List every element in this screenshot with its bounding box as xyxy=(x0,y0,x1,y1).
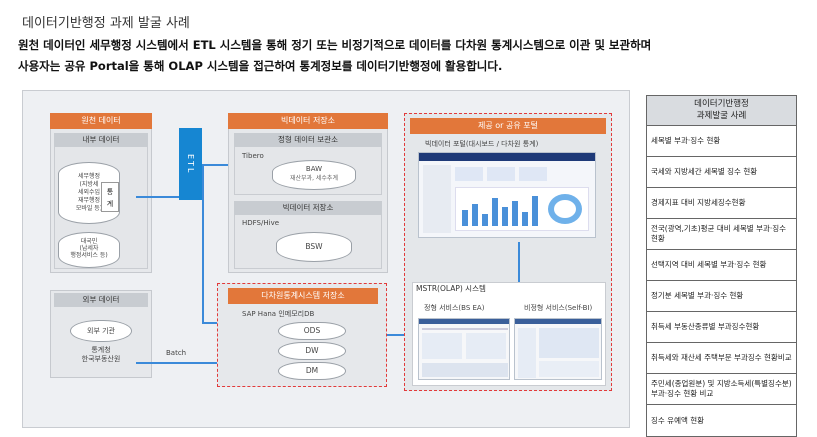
batch-label: Batch xyxy=(166,349,187,357)
dm-db: DM xyxy=(278,362,346,380)
bigdata-title: 빅데이터 저장소 xyxy=(228,113,388,129)
source-title: 원천 데이터 xyxy=(50,113,152,129)
external-org-names: 통계청 한국부동산원 xyxy=(81,346,121,363)
page-title: 데이터기반행정 과제 발굴 사례 xyxy=(22,16,190,31)
portal-title: 제공 or 공유 포털 xyxy=(410,118,606,134)
dw-db: DW xyxy=(278,342,346,360)
table-row: 전국(광역,기초)평균 대비 세목별 부과·징수 현황 xyxy=(647,219,796,250)
table-row: 국세와 지방세간 세목별 징수 현황 xyxy=(647,157,796,188)
hana-label: SAP Hana 인메모리DB xyxy=(242,310,315,318)
table-row: 경제지표 대비 지방세징수현황 xyxy=(647,188,796,219)
baw-db-desc: 재산부과, 세수추계 xyxy=(290,175,338,182)
baw-db: BAW 재산부과, 세수추계 xyxy=(272,160,356,190)
case-table: 데이터기반행정 과제발굴 사례 세목별 부과·징수 현황 국세와 지방세간 세목… xyxy=(646,95,797,437)
hdfs-store-title: 빅데이터 저장소 xyxy=(234,201,382,215)
multidim-title: 다차원통계시스템 저장소 xyxy=(228,288,378,304)
portal-dashboard-screenshot xyxy=(418,152,596,238)
dashboard-kpi xyxy=(519,167,547,181)
arrow-multidim-to-mstr xyxy=(387,334,409,336)
description-line-1: 원천 데이터인 세무행정 시스템에서 ETL 시스템을 통해 정기 또는 비정기… xyxy=(18,38,652,52)
citizen-db: 대국민 (납세자 행정서비스 등) xyxy=(58,232,120,268)
table-row: 주민세(종업원분) 및 지방소득세(특별징수분) 부과·징수 현황 비교 xyxy=(647,374,796,405)
portal-caption: 빅데이터 포털(대시보드 / 다차원 통계) xyxy=(425,140,539,148)
structured-store-title: 정형 데이터 보관소 xyxy=(234,133,382,147)
adhoc-service-screenshot xyxy=(514,318,602,380)
ods-db: ODS xyxy=(278,322,346,340)
table-row: 징수 유예액 현황 xyxy=(651,415,705,425)
external-data-title: 외부 데이터 xyxy=(54,293,148,307)
baw-db-name: BAW xyxy=(305,165,323,173)
dashboard-kpi xyxy=(455,167,483,181)
table-row: 선택지역 대비 세목별 부과·징수 현황 xyxy=(647,250,796,281)
table-row: 취득세 부동산종류별 부과징수현황 xyxy=(647,312,796,343)
mstr-title: MSTR(OLAP) 시스템 xyxy=(416,284,486,293)
table-row: 정기분 세목별 부과·징수 현황 xyxy=(647,281,796,312)
dashboard-chart-area xyxy=(455,187,589,231)
table-row: 세목별 부과·징수 현황 xyxy=(647,126,796,157)
dashboard-kpi xyxy=(487,167,515,181)
dashboard-topbar xyxy=(419,153,595,161)
arrow-portal-mstr xyxy=(518,242,520,282)
arrow-etl-to-bigdata xyxy=(202,164,232,166)
internal-data-title: 내부 데이터 xyxy=(54,133,148,147)
dashboard-sidebar xyxy=(423,165,451,233)
description-line-2: 사용자는 공유 Portal을 통해 OLAP 시스템을 접근하여 통계정보를 … xyxy=(18,59,503,73)
arrow-source-to-etl xyxy=(136,196,179,198)
table-row: 취득세와 재산세 주택부문 부과징수 현황비교 xyxy=(647,343,796,374)
arrow-external-batch xyxy=(136,362,232,364)
etl-block: ETL xyxy=(179,128,202,200)
tibero-label: Tibero xyxy=(242,152,264,160)
regular-service-label: 정형 서비스(BS EA) xyxy=(424,304,485,312)
stats-label: 통 계 xyxy=(101,182,119,212)
external-org-db: 외부 기관 xyxy=(70,320,132,342)
hdfs-label: HDFS/Hive xyxy=(242,219,280,227)
regular-service-screenshot xyxy=(418,318,510,380)
bsw-db: BSW xyxy=(276,232,352,262)
etl-down-line xyxy=(202,164,204,324)
adhoc-service-label: 비정형 서비스(Self-BI) xyxy=(524,304,593,312)
case-table-header: 데이터기반행정 과제발굴 사례 xyxy=(647,96,796,126)
